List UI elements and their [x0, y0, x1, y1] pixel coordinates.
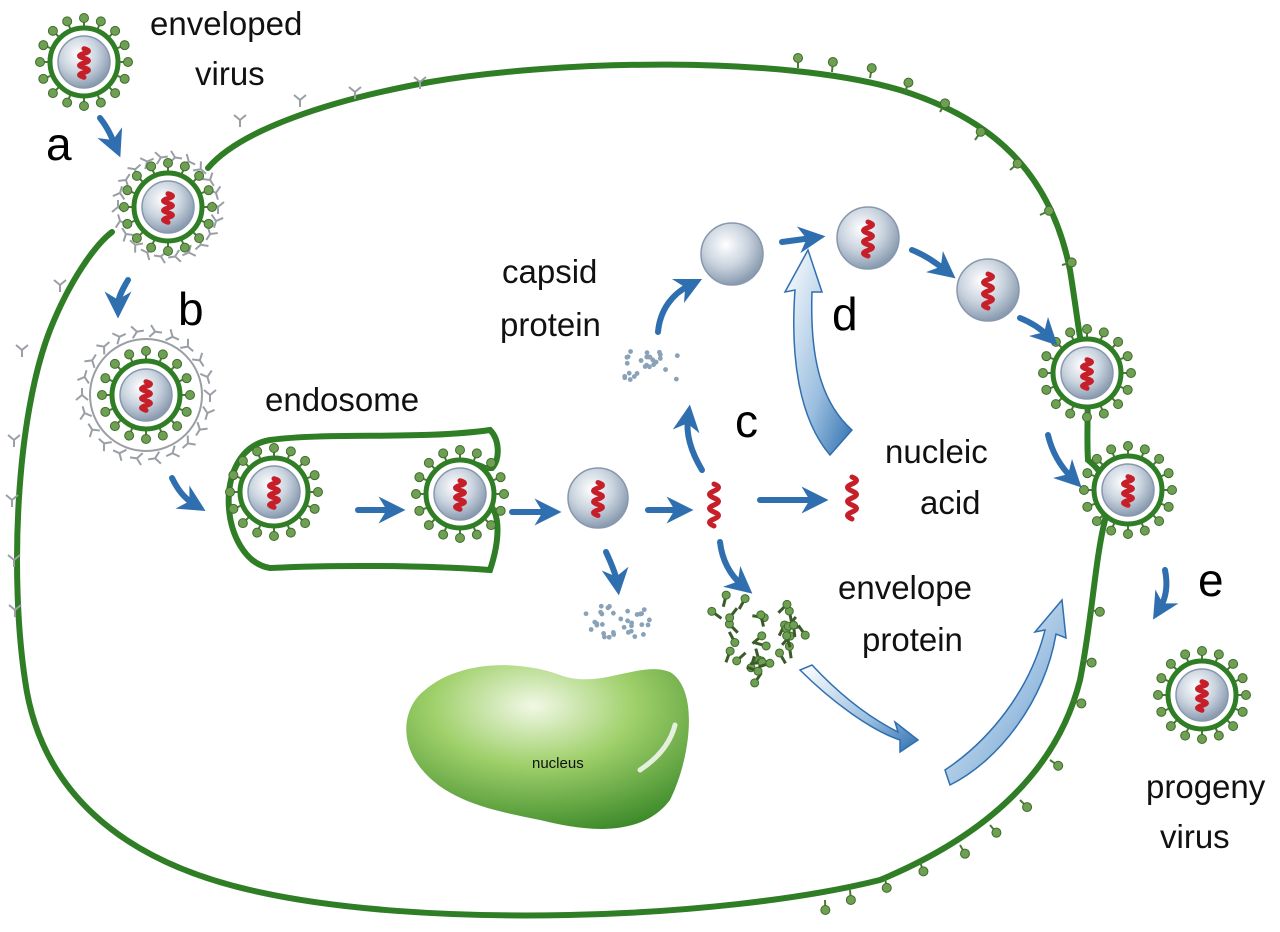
- step-label-c: c: [735, 395, 758, 447]
- receptor: [7, 554, 21, 567]
- receptor: [8, 604, 22, 617]
- receptor: [7, 434, 21, 447]
- attaching-virus: [111, 150, 225, 264]
- arrow-membrane-insert: [944, 598, 1067, 787]
- coated-vesicle: [75, 324, 217, 466]
- arrow-assembly-1: [909, 247, 956, 279]
- nucleic-acid-strand: [861, 219, 875, 259]
- nucleic-acid-strand: [1121, 474, 1135, 508]
- cell-membrane: [14, 61, 1110, 919]
- arrow-to-capsid-dots: [672, 404, 705, 473]
- nucleic-acid-strand: [139, 379, 153, 413]
- progeny-virus: [1153, 646, 1251, 744]
- envelope-protein-cluster: [707, 590, 810, 688]
- envelope-spikes: [1079, 441, 1177, 539]
- receptor: [293, 94, 307, 107]
- arrow-envelope-to-membrane: [798, 664, 920, 754]
- replicated-nucleic-acid: [845, 474, 859, 522]
- step-label-e: e: [1198, 554, 1224, 606]
- arrow-to-envelope: [717, 539, 753, 594]
- envelope-spikes: [119, 158, 217, 256]
- receptor: [413, 76, 427, 89]
- clathrin-coat: [75, 324, 217, 466]
- step-label-a: a: [46, 118, 72, 170]
- pathway-arrows: [97, 115, 1179, 620]
- arrow-a: [97, 115, 123, 158]
- nucleic-acid-strand: [1080, 357, 1094, 391]
- label-progeny: progeny: [1146, 768, 1266, 805]
- capsid-protein-particles: [583, 349, 680, 640]
- label-envelope-protein: protein: [862, 621, 963, 658]
- label-nucleic-acid: acid: [920, 484, 981, 521]
- envelope-spikes: [225, 443, 323, 541]
- arrow-assembly-2: [1017, 315, 1058, 346]
- receptor: [233, 114, 247, 127]
- budding-virus-1: [1038, 324, 1136, 422]
- attaching-virus-particle: [119, 158, 217, 256]
- nucleic-acid-strand: [453, 478, 467, 512]
- arrow-b: [104, 277, 132, 319]
- fusing-virus: [411, 445, 509, 543]
- label-capsid-protein: protein: [500, 306, 601, 343]
- nucleic-acid-strand: [267, 476, 281, 510]
- enveloped-virus: [35, 13, 133, 111]
- receptor: [53, 279, 67, 292]
- endosome-virus: [225, 443, 323, 541]
- nucleic-acid-strand: [591, 480, 605, 518]
- receptor: [348, 86, 362, 99]
- nucleic-acid-strand: [161, 191, 175, 225]
- step-label-d: d: [832, 288, 858, 340]
- envelope-spikes: [1153, 646, 1251, 744]
- nucleic-acid-strand: [981, 271, 995, 311]
- label-capsid: capsid: [502, 253, 597, 290]
- arrow-to-dots: [601, 549, 629, 596]
- arrow-e: [1153, 567, 1179, 620]
- step-label-b: b: [178, 283, 204, 335]
- label-enveloped-virus: virus: [195, 55, 265, 92]
- envelope-spikes: [35, 13, 133, 111]
- budding-virus-2: [1079, 441, 1177, 539]
- label-progeny-virus: virus: [1160, 818, 1230, 855]
- arrow-to-endosome: [169, 475, 206, 511]
- label-nucleus: nucleus: [532, 755, 584, 772]
- receptor: [15, 344, 29, 357]
- virus-particles: [35, 13, 1251, 744]
- internalized-virus: [97, 346, 195, 444]
- released-nucleic-acid: [707, 481, 721, 529]
- arrow-to-capsid: [655, 278, 703, 335]
- nucleic-acid-strand: [1195, 679, 1209, 713]
- arrow-capsid-assemble: [779, 226, 826, 254]
- empty-capsid: [700, 222, 764, 286]
- membrane-spikes: [5, 53, 1105, 915]
- arrow-nucleic-to-capsid: [783, 248, 854, 457]
- label-envelope: envelope: [838, 569, 972, 606]
- nucleus: [406, 665, 689, 829]
- label-endosome: endosome: [265, 381, 419, 418]
- label-nucleic: nucleic: [885, 433, 988, 470]
- nucleic-acid-strand: [77, 46, 91, 80]
- receptor: [5, 494, 19, 507]
- label-enveloped: enveloped: [150, 5, 302, 42]
- arrow-budding: [1045, 432, 1082, 488]
